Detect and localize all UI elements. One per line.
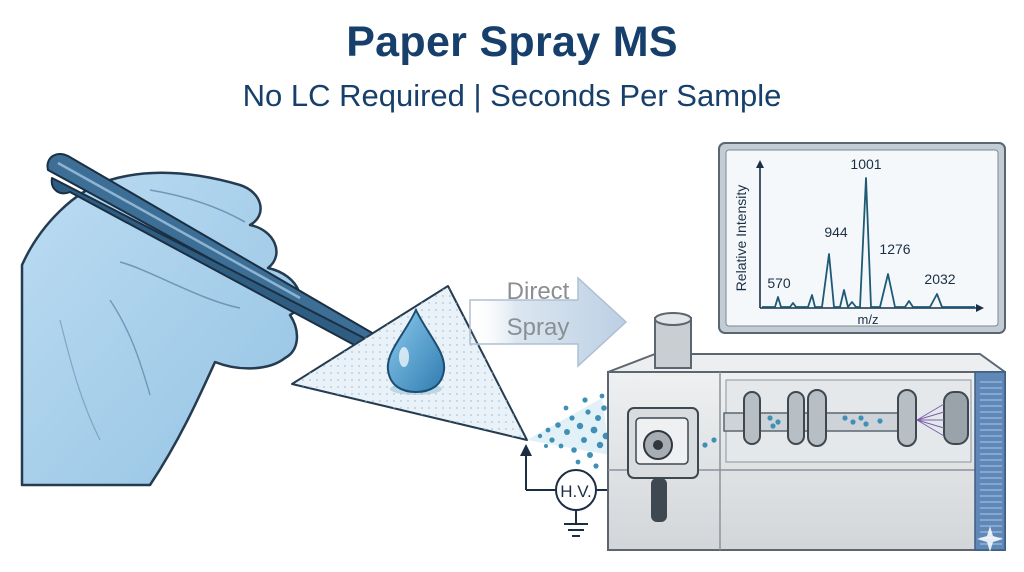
power-supply-label: H.V.	[560, 482, 592, 501]
spray-droplet	[545, 427, 551, 433]
direct-spray-arrow: Direct Spray	[469, 276, 628, 368]
sparkle-icon	[977, 526, 1003, 552]
peak-label-570: 570	[767, 275, 791, 291]
spray-droplet	[587, 452, 593, 458]
spray-droplet	[601, 405, 607, 411]
mass-spectrometer	[607, 312, 1006, 551]
arrow-label-spray: Spray	[507, 314, 570, 341]
spectrum-x-label: m/z	[858, 312, 879, 327]
spectrum-y-label: Relative Intensity	[733, 185, 749, 292]
spray-droplet	[564, 429, 570, 435]
spray-droplet	[596, 441, 604, 449]
peak-label-1276: 1276	[879, 241, 910, 257]
sample-droplet	[386, 307, 446, 395]
spray-droplet	[585, 409, 591, 415]
spray-droplet	[581, 437, 587, 443]
spectrum-monitor: Relative Intensity m/z 570 944 1001 1276…	[718, 142, 1006, 334]
spray-droplet	[544, 444, 548, 448]
arrow-label-direct: Direct	[507, 278, 570, 305]
spray-droplet	[563, 405, 569, 411]
spray-droplet	[576, 422, 584, 430]
spray-droplet	[555, 422, 561, 428]
spray-droplet	[582, 397, 588, 403]
page-title: Paper Spray MS	[346, 18, 678, 66]
spectrum-trace	[762, 177, 975, 308]
page-subtitle: No LC Required | Seconds Per Sample	[242, 78, 782, 113]
spray-droplet	[595, 415, 601, 421]
spray-droplet	[575, 459, 581, 465]
spray-droplet	[537, 433, 543, 439]
spray-droplet	[599, 393, 605, 399]
peak-label-1001: 1001	[850, 156, 881, 172]
spray-droplet	[558, 443, 564, 449]
spray-droplet	[593, 463, 599, 469]
power-supply: H.V.	[555, 469, 597, 511]
peak-label-944: 944	[824, 224, 848, 240]
tweezers	[46, 152, 375, 349]
spray-droplet	[590, 426, 598, 434]
spray-droplet	[549, 437, 555, 443]
spray-droplet	[569, 415, 575, 421]
spray-droplet	[571, 447, 577, 453]
peak-label-2032: 2032	[924, 271, 955, 287]
